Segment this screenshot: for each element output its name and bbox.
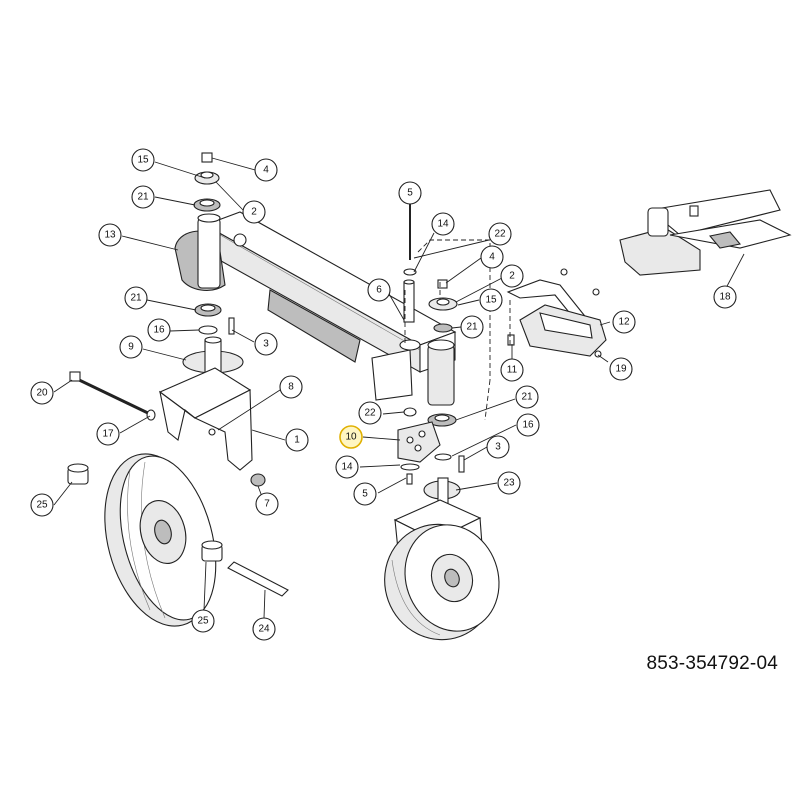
svg-text:19: 19 [615, 364, 627, 375]
callout-12[interactable]: 12 [612, 310, 636, 334]
svg-text:3: 3 [263, 339, 269, 350]
svg-text:15: 15 [137, 155, 149, 166]
callout-11[interactable]: 11 [500, 358, 524, 382]
spacer-left [67, 463, 89, 485]
svg-text:14: 14 [437, 219, 449, 230]
left-caster-fork [158, 367, 253, 471]
left-spindle-housing [174, 213, 247, 291]
callout-25-lower[interactable]: 25 [191, 609, 215, 633]
svg-text:20: 20 [36, 388, 48, 399]
callout-24[interactable]: 24 [252, 617, 276, 641]
svg-text:21: 21 [466, 322, 478, 333]
spacer-lower [201, 540, 223, 562]
left-top-stack [193, 152, 221, 212]
callout-9[interactable]: 9 [119, 335, 143, 359]
callout-14-right[interactable]: 14 [335, 455, 359, 479]
svg-text:2: 2 [251, 207, 257, 218]
svg-text:13: 13 [104, 230, 116, 241]
callout-6[interactable]: 6 [367, 278, 391, 302]
svg-text:9: 9 [128, 342, 134, 353]
svg-text:5: 5 [362, 489, 368, 500]
svg-text:8: 8 [288, 382, 294, 393]
cover-panel [507, 304, 607, 358]
callout-21-right-lower[interactable]: 21 [515, 385, 539, 409]
right-wheel [384, 523, 500, 641]
callout-5-right[interactable]: 5 [353, 482, 377, 506]
callout-17[interactable]: 17 [96, 422, 120, 446]
right-top-stack [428, 279, 458, 333]
callout-2-center[interactable]: 2 [500, 264, 524, 288]
svg-text:15: 15 [485, 295, 497, 306]
svg-text:21: 21 [130, 293, 142, 304]
callout-4-center[interactable]: 4 [480, 245, 504, 269]
callout-19[interactable]: 19 [609, 357, 633, 381]
svg-text:21: 21 [137, 192, 149, 203]
callout-23[interactable]: 23 [497, 471, 521, 495]
callout-25-left[interactable]: 25 [30, 493, 54, 517]
callout-21-center-top[interactable]: 21 [460, 315, 484, 339]
svg-text:11: 11 [507, 365, 518, 376]
right-spindle-housing [399, 339, 455, 406]
svg-text:21: 21 [521, 392, 533, 403]
callout-18[interactable]: 18 [713, 285, 737, 309]
callout-22-center[interactable]: 22 [488, 222, 512, 246]
svg-text:16: 16 [153, 325, 165, 336]
callout-22-right[interactable]: 22 [358, 401, 382, 425]
callout-16-left[interactable]: 16 [147, 318, 171, 342]
callout-3-right[interactable]: 3 [486, 435, 510, 459]
svg-text:12: 12 [618, 317, 630, 328]
svg-text:18: 18 [719, 292, 731, 303]
right-gear [423, 477, 461, 509]
svg-text:22: 22 [364, 408, 376, 419]
svg-text:3: 3 [495, 442, 501, 453]
callout-15-center[interactable]: 15 [479, 288, 503, 312]
svg-text:14: 14 [341, 462, 353, 473]
callout-15-left[interactable]: 15 [131, 148, 155, 172]
left-axle-bolt [69, 371, 156, 421]
callout-3-left[interactable]: 3 [254, 332, 278, 356]
axle-pin [227, 561, 289, 597]
svg-text:24: 24 [258, 624, 270, 635]
svg-text:16: 16 [522, 420, 534, 431]
callout-20[interactable]: 20 [30, 381, 54, 405]
svg-text:4: 4 [263, 165, 269, 176]
steering-plate [397, 421, 441, 485]
inset-machine [619, 189, 792, 276]
svg-text:4: 4 [489, 252, 495, 263]
svg-text:17: 17 [102, 429, 114, 440]
callout-7[interactable]: 7 [255, 492, 279, 516]
callout-14-center[interactable]: 14 [431, 212, 455, 236]
svg-text:22: 22 [494, 229, 506, 240]
left-wheel [104, 453, 217, 627]
leader-lines [53, 157, 745, 619]
svg-text:25: 25 [36, 500, 48, 511]
callout-13[interactable]: 13 [98, 223, 122, 247]
callout-21-left-lower[interactable]: 21 [124, 286, 148, 310]
callout-21-left-top[interactable]: 21 [131, 185, 155, 209]
svg-text:5: 5 [407, 188, 413, 199]
callout-bubbles: 15 4 21 2 13 5 14 22 4 2 6 15 21 11 21 1… [30, 148, 737, 641]
callout-4-left[interactable]: 4 [254, 158, 278, 182]
callout-1[interactable]: 1 [285, 428, 309, 452]
center-bolt-stack [403, 195, 417, 323]
callout-8[interactable]: 8 [279, 375, 303, 399]
svg-text:6: 6 [376, 285, 382, 296]
callout-10-highlighted[interactable]: 10 [339, 425, 363, 449]
callout-2-left[interactable]: 2 [242, 200, 266, 224]
svg-text:23: 23 [503, 478, 515, 489]
svg-text:10: 10 [345, 432, 357, 443]
left-lower-stack [194, 303, 235, 335]
svg-text:2: 2 [509, 271, 515, 282]
svg-text:7: 7 [264, 499, 270, 510]
svg-text:25: 25 [197, 616, 209, 627]
callout-5-center[interactable]: 5 [398, 181, 422, 205]
left-nut [250, 473, 266, 487]
document-number: 853-354792-04 [646, 653, 778, 674]
right-lower-stack [403, 407, 465, 473]
callout-16-right[interactable]: 16 [516, 413, 540, 437]
svg-text:1: 1 [294, 435, 300, 446]
